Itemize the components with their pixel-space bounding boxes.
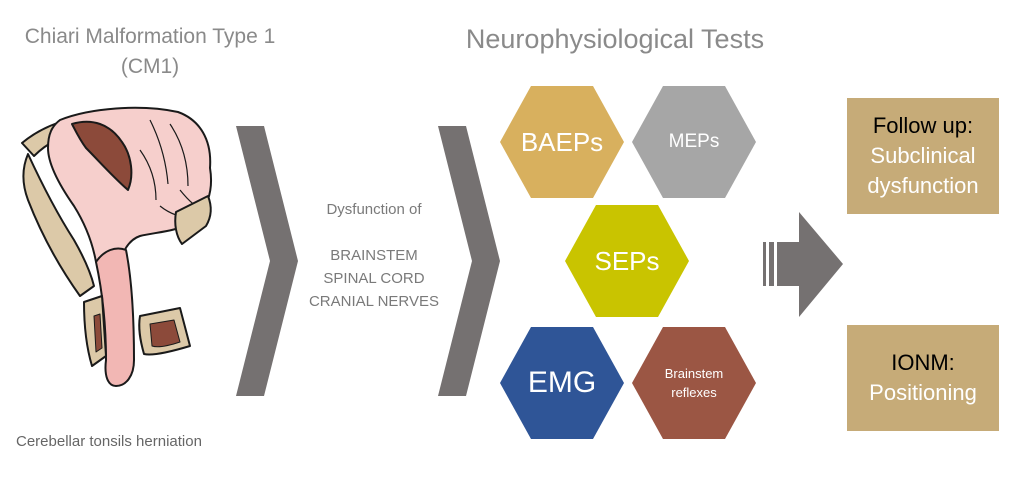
dysfunction-item-brainstem: BRAINSTEM [330, 247, 418, 264]
dysfunction-item-cranial-nerves: CRANIAL NERVES [308, 293, 440, 310]
hexagon-seps: SEPs [565, 205, 689, 317]
hexagon-baeps-label: BAEPs [520, 126, 604, 157]
cm1-title-line2: (CM1) [120, 55, 180, 78]
dysfunction-text: Dysfunction of BRAINSTEM SPINAL CORD CRA… [300, 198, 448, 313]
chevron-left [236, 126, 298, 396]
dysfunction-item-spinal-cord: SPINAL CORD [323, 270, 425, 287]
hexagon-brainstem-reflexes: Brainstem reflexes [632, 327, 756, 439]
ionm-box: IONM: Positioning [847, 325, 999, 431]
cm1-caption: Cerebellar tonsils herniation [16, 433, 202, 450]
follow-up-line1: Subclinical [870, 143, 976, 168]
hexagon-meps: MEPs [632, 86, 756, 198]
chevron-right [438, 126, 500, 396]
tests-title: Neurophysiological Tests [465, 24, 765, 54]
follow-up-box: Follow up: Subclinical dysfunction [847, 98, 999, 214]
hexagon-baeps: BAEPs [500, 86, 624, 198]
cm1-title: Chiari Malformation Type 1 (CM1) [0, 22, 300, 82]
hexagon-brainstem-label-line2: reflexes [671, 385, 717, 400]
hexagon-meps-label: MEPs [668, 131, 720, 152]
right-arrow-icon [763, 212, 843, 317]
brain-illustration [21, 106, 212, 387]
dysfunction-heading: Dysfunction of [326, 201, 422, 218]
hexagon-emg-label: EMG [527, 366, 597, 399]
hexagon-brainstem-label-line1: Brainstem [664, 366, 724, 381]
hexagon-seps-label: SEPs [594, 245, 660, 276]
hexagon-emg: EMG [500, 327, 624, 439]
ionm-title: IONM: [891, 350, 955, 375]
ionm-line1: Positioning [869, 380, 977, 405]
follow-up-line2: dysfunction [867, 173, 979, 198]
cm1-title-line1: Chiari Malformation Type 1 [24, 25, 276, 48]
follow-up-title: Follow up: [872, 113, 974, 138]
